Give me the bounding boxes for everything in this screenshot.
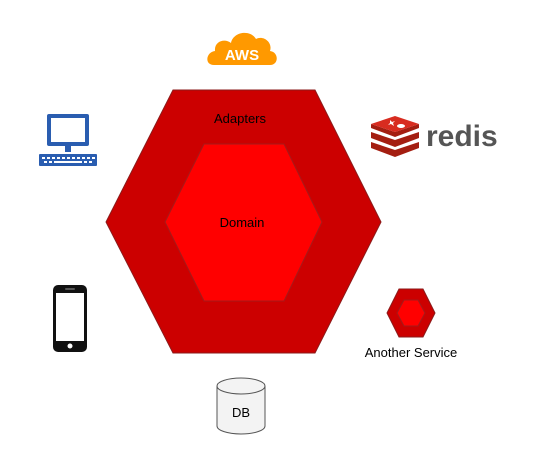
desktop-computer-icon bbox=[39, 114, 97, 166]
phone-screen bbox=[56, 293, 84, 341]
redis-layer-top bbox=[371, 116, 419, 132]
redis-label: redis bbox=[426, 120, 498, 153]
smartphone-icon bbox=[53, 285, 87, 352]
redis-logo-icon: redis bbox=[371, 116, 498, 157]
monitor-screen bbox=[51, 118, 85, 142]
redis-ellipse bbox=[397, 124, 405, 128]
phone-home-button bbox=[67, 343, 73, 349]
aws-cloud-shape bbox=[207, 32, 277, 65]
db-cylinder-body bbox=[216, 386, 266, 435]
another-service-label: Another Service bbox=[365, 345, 458, 360]
keyboard bbox=[39, 154, 97, 166]
domain-hexagon-shape bbox=[164, 143, 323, 302]
redis-layer-top-side bbox=[371, 124, 419, 137]
monitor-stand bbox=[65, 146, 71, 152]
domain-label: Domain bbox=[220, 215, 265, 230]
adapters-label: Adapters bbox=[214, 111, 267, 126]
aws-label: AWS bbox=[225, 47, 259, 64]
database-cylinder-icon: DB bbox=[216, 377, 266, 435]
another-service-node: Another Service bbox=[365, 288, 458, 360]
aws-cloud-icon: AWS bbox=[207, 32, 277, 65]
db-cylinder-top bbox=[216, 377, 266, 395]
redis-star bbox=[388, 120, 395, 126]
redis-layer-middle bbox=[371, 132, 419, 147]
phone-speaker bbox=[65, 288, 75, 290]
service-hexagon-inner bbox=[396, 299, 426, 327]
domain-hexagon: Domain bbox=[164, 143, 323, 302]
keyboard-keys bbox=[42, 157, 95, 163]
db-label: DB bbox=[232, 405, 250, 420]
redis-layer-bottom bbox=[371, 142, 419, 157]
